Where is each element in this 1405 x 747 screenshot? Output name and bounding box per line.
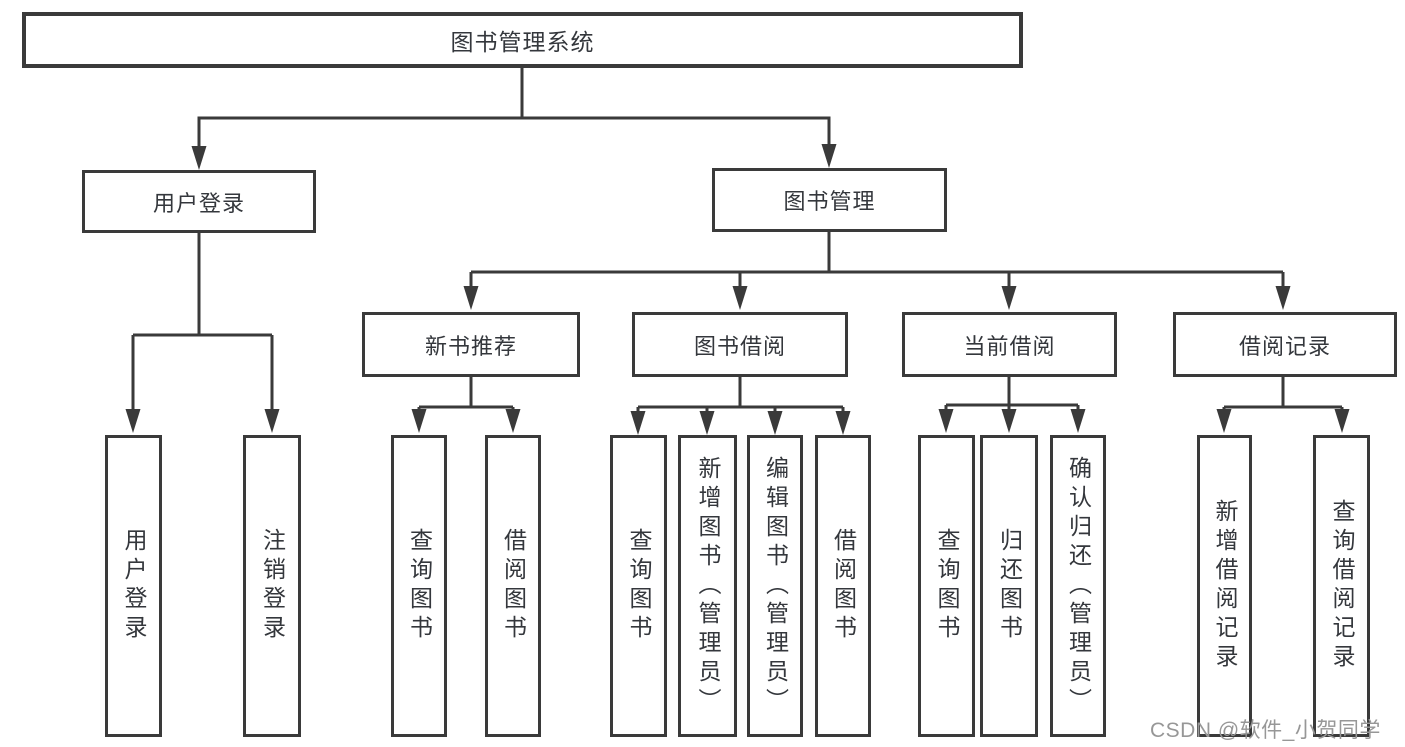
leaf-label: 查询图书 [406,528,433,644]
leaf-label: 确认归还（管理员） [1065,455,1092,717]
node-label: 图书管理系统 [450,29,595,55]
node-current-borrow: 当前借阅 [902,312,1117,377]
leaf-borrow-books: 借阅图书 [815,435,871,737]
leaf-borrow-books-recommend: 借阅图书 [485,435,541,737]
node-library-management-system: 图书管理系统 [22,12,1023,68]
node-label: 新书推荐 [424,333,517,359]
leaf-label: 新增借阅记录 [1212,499,1238,673]
node-label: 图书管理 [783,189,876,214]
leaf-query-borrow-record: 查询借阅记录 [1313,435,1370,737]
leaf-query-books-current: 查询图书 [918,435,975,737]
node-borrow-records: 借阅记录 [1173,312,1397,377]
edge-root-cross [197,116,831,120]
leaf-return-book: 归还图书 [980,435,1038,737]
leaf-label: 借阅图书 [500,528,527,644]
leaf-confirm-return-admin: 确认归还（管理员） [1050,435,1106,737]
leaf-query-books-recommend: 查询图书 [391,435,447,737]
csdn-watermark: CSDN @软件_小贺同学 [1150,719,1381,742]
leaf-edit-book-admin: 编辑图书（管理员） [747,435,803,737]
leaf-label: 查询图书 [626,528,652,644]
node-book-borrow: 图书借阅 [632,312,848,377]
node-new-book-recommend: 新书推荐 [362,312,580,377]
leaf-label: 用户登录 [121,528,147,644]
leaf-add-borrow-record: 新增借阅记录 [1197,435,1252,737]
leaf-label: 查询借阅记录 [1329,499,1355,673]
node-label: 图书借阅 [693,333,786,359]
leaf-add-book-admin: 新增图书（管理员） [678,435,737,737]
leaf-user-login: 用户登录 [105,435,162,737]
leaf-label: 注销登录 [259,528,286,644]
leaf-label: 借阅图书 [830,528,857,644]
leaf-query-books-borrow: 查询图书 [610,435,667,737]
node-label: 用户登录 [152,190,245,216]
leaf-label: 归还图书 [996,528,1023,644]
node-user-login: 用户登录 [82,170,316,233]
node-book-management: 图书管理 [712,168,947,232]
leaf-label: 新增图书（管理员） [695,455,721,717]
leaf-logout: 注销登录 [243,435,301,737]
leaf-label: 编辑图书（管理员） [762,455,789,717]
leaf-label: 查询图书 [934,528,960,644]
node-label: 借阅记录 [1238,333,1331,359]
node-label: 当前借阅 [963,333,1056,359]
